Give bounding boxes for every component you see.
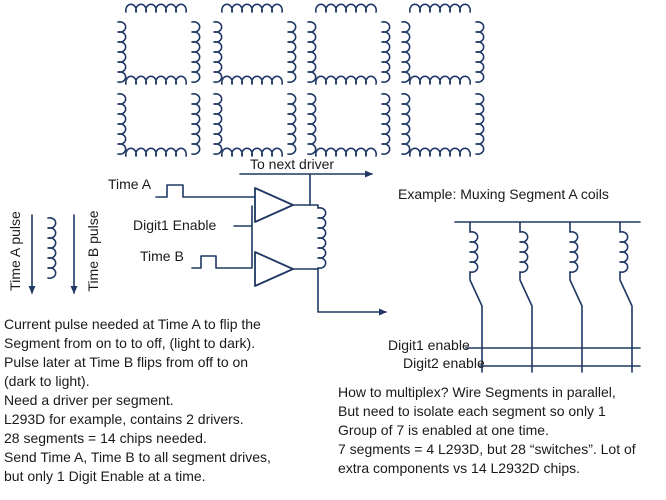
to-next-driver-wire [239, 174, 372, 206]
notes-left: Current pulse needed at Time A to flip t… [4, 315, 271, 486]
time-a-pulse-label: Time A pulse [7, 211, 23, 291]
time-a-pulse-waveform [155, 184, 256, 198]
driver-bottom-triangle-icon [254, 251, 294, 287]
mux-circuit [454, 221, 641, 373]
time-b-pulse-waveform [191, 255, 253, 269]
mux-branch-1 [469, 221, 483, 373]
mux-switch-icon [519, 271, 533, 373]
driver-top-triangle-icon [254, 187, 294, 223]
note-line: 7 segments = 4 L293D, but 28 “switches”.… [338, 441, 636, 457]
pulse-direction-legend [28, 214, 78, 294]
note-line: but only 1 Digit Enable at a time. [4, 468, 206, 484]
mux-digit1-enable-label: Digit1 enable [388, 337, 470, 353]
digit-3-coil-figure [308, 4, 390, 156]
mux-switch-icon [469, 271, 483, 373]
digit1-enable-label: Digit1 Enable [133, 217, 217, 233]
digit-1-coil-figure [118, 4, 200, 156]
time-a-label: Time A [108, 176, 152, 192]
digit-4-coil-figure [402, 4, 484, 156]
driver-circuit [155, 174, 386, 312]
mux-coil-icon [619, 231, 629, 274]
digit-2-coil-figure [214, 4, 296, 156]
mux-branch-4 [619, 221, 633, 373]
time-b-pulse-label: Time B pulse [85, 210, 101, 292]
note-line: 28 segments = 14 chips needed. [4, 430, 207, 446]
time-b-label: Time B [140, 248, 184, 264]
bottom-output-wire [292, 267, 386, 312]
note-line: But need to isolate each segment so only… [338, 403, 606, 419]
note-line: Group of 7 is enabled at one time. [338, 422, 549, 438]
mux-coil-icon [569, 231, 579, 274]
mux-switch-icon [619, 271, 633, 373]
mux-coil-icon [469, 231, 479, 274]
note-line: How to multiplex? Wire Segments in paral… [338, 384, 616, 400]
note-line: Current pulse needed at Time A to flip t… [4, 316, 261, 332]
mux-branch-2 [519, 221, 533, 373]
note-line: Segment from on to to off, (light to dar… [4, 335, 256, 351]
top-output-wire [292, 204, 319, 209]
note-line: Need a driver per segment. [4, 392, 174, 408]
mux-branch-3 [569, 221, 583, 373]
legend-coil-icon [47, 217, 57, 280]
mux-coil-icon [519, 231, 529, 274]
note-line: L293D for example, contains 2 drivers. [4, 411, 244, 427]
note-line: Send Time A, Time B to all segment drive… [4, 449, 271, 465]
to-next-driver-label: To next driver [250, 156, 335, 172]
notes-right: How to multiplex? Wire Segments in paral… [338, 383, 636, 478]
note-line: Pulse later at Time B flips from off to … [4, 354, 249, 370]
note-line: (dark to light). [4, 373, 90, 389]
mux-digit2-enable-label: Digit2 enable [403, 355, 485, 371]
segment-coil-icon [317, 207, 327, 270]
note-line: extra components vs 14 L2932D chips. [338, 460, 581, 476]
digit1-enable-wire [233, 205, 253, 268]
example-heading: Example: Muxing Segment A coils [398, 186, 609, 202]
mux-switch-icon [569, 271, 583, 373]
